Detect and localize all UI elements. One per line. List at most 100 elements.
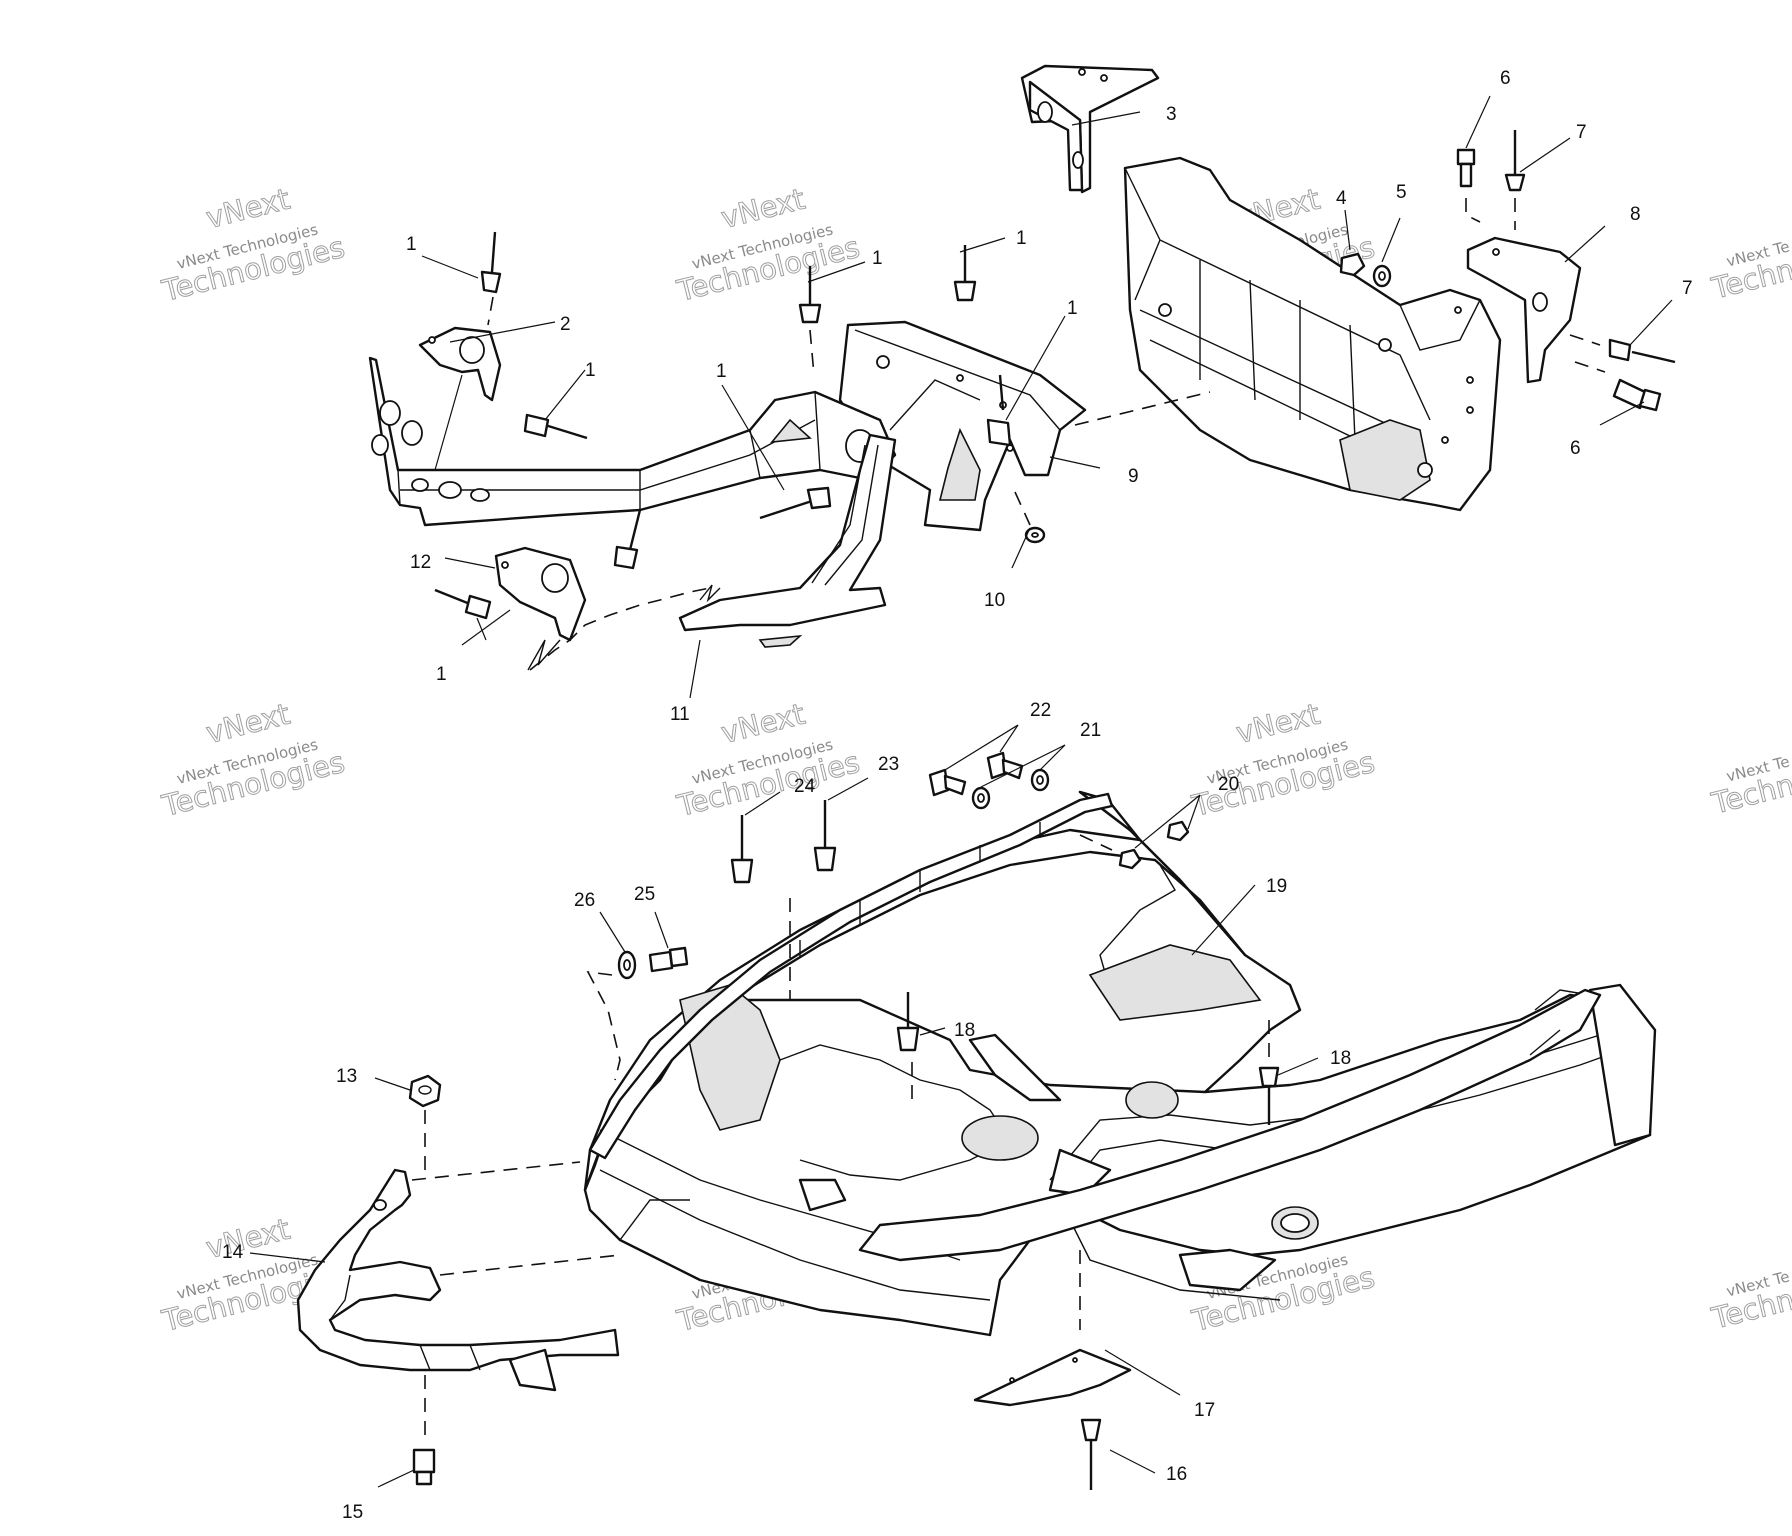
callout-21: 21 [1080,720,1101,741]
part-16-rivet [1080,1418,1102,1490]
assembly-line-7b [1569,334,1601,346]
watermark-2: vNext vNext Technologies Technologies [673,181,864,308]
break-mark-left [527,639,561,671]
callout-4: 4 [1336,188,1347,209]
callout-18-a: 18 [954,1020,975,1041]
assembly-line-6b [1574,361,1606,373]
part-20-nut-a [1118,848,1142,870]
callout-23: 23 [878,754,899,775]
assembly-line-14a [411,1161,581,1181]
part-13-nut [408,1074,442,1108]
part-19-top-rail [588,792,1114,1160]
callout-26: 26 [574,890,595,911]
part-1-rivet-c [953,245,977,302]
callout-13: 13 [336,1066,357,1087]
part-9-bulkhead [838,320,1087,532]
callout-10: 10 [984,590,1005,611]
callout-1-e: 1 [585,360,596,381]
part-24-rivet [730,815,754,884]
watermark-edge-2: vNext Te Techno [1707,752,1792,821]
svg-text:vNext: vNext [203,182,293,235]
svg-text:vNext: vNext [203,697,293,750]
svg-text:vNext: vNext [718,182,808,235]
assembly-line-1a [809,329,815,376]
part-22-bolt-a [928,768,967,797]
part-15-bolt [412,1448,436,1486]
callout-numbers: 1 1 1 1 1 1 1 2 3 4 5 6 6 7 7 8 9 10 11 … [222,68,1693,1523]
callout-9: 9 [1128,466,1139,487]
part-6-bolt-top [1456,148,1476,188]
callout-1-c: 1 [1016,228,1027,249]
part-4-nut [1339,252,1366,277]
part-18-rivet-a [896,992,920,1052]
callout-17: 17 [1194,1400,1215,1421]
callout-5: 5 [1396,182,1407,203]
callout-16: 16 [1166,1464,1187,1485]
part-11-support [678,433,897,648]
callout-20: 20 [1218,774,1239,795]
part-12-bracket [494,546,587,642]
callout-8: 8 [1630,204,1641,225]
callout-18-b: 18 [1330,1048,1351,1069]
part-22-bolt-b [986,751,1024,780]
callout-15: 15 [342,1502,363,1523]
callout-22: 22 [1030,700,1051,721]
part-frame-box [1123,156,1502,512]
watermark-edge-1: vNext Te Techno [1707,237,1792,306]
part-17-plate [973,1348,1132,1407]
callout-2: 2 [560,314,571,335]
part-1-rivet-g [613,509,642,570]
callout-1-f: 1 [716,361,727,382]
callout-1-d: 1 [1067,298,1078,319]
part-8-bracket [1466,236,1582,384]
part-6-bolt-right [1612,378,1662,412]
callout-7-b: 7 [1682,278,1693,299]
assembly-line-6 [1465,198,1481,223]
assembly-line-9 [1074,391,1211,426]
callout-6-b: 6 [1570,438,1581,459]
callout-1-b: 1 [872,248,883,269]
watermark-4: vNext vNext Technologies Technologies [158,696,349,823]
part-20-nut-b [1166,820,1190,842]
part-10-washer [1024,526,1046,544]
callout-6-a: 6 [1500,68,1511,89]
part-7-rivet-top [1504,130,1526,192]
part-21-washer-a [971,786,991,810]
part-1-rivet-d [986,374,1012,447]
part-21-washer-b [1030,768,1050,792]
part-3-bracket [1020,64,1160,194]
part-1-rivet-h [434,588,492,620]
leader-lines [249,95,1673,1488]
part-25-bolt [648,946,689,973]
assembly-line-1b [487,296,494,326]
part-19-belly-pan [583,790,1657,1337]
callout-7-a: 7 [1576,122,1587,143]
callout-24: 24 [794,776,816,797]
callout-25: 25 [634,884,655,905]
part-2-bracket [418,326,502,402]
watermark-6: vNext vNext Technologies Technologies [1188,696,1379,823]
part-1-rivet-a [480,231,502,294]
callout-14: 14 [222,1242,244,1263]
svg-text:vNext: vNext [718,697,808,750]
svg-text:vNext: vNext [1233,697,1323,750]
part-18-rivet-b [1258,1066,1280,1125]
assembly-line-10 [1014,491,1031,526]
watermark-1: vNext vNext Technologies Technologies [158,181,349,308]
part-1-rivet-e [523,413,588,440]
part-1-rivet-b [798,266,822,324]
callout-1-a: 1 [406,234,417,255]
assembly-line-26 [586,971,621,1081]
part-1-rivet-f [759,486,832,520]
callout-3: 3 [1166,104,1177,125]
callout-1-g: 1 [436,664,447,685]
callout-19: 19 [1266,876,1287,897]
assembly-line-20 [1079,834,1113,851]
break-mark-right [699,584,721,603]
assembly-line-14b [439,1254,621,1276]
callout-12: 12 [410,552,431,573]
callout-11: 11 [670,704,690,725]
part-front-frame [368,356,897,527]
part-5-washer [1372,264,1392,288]
